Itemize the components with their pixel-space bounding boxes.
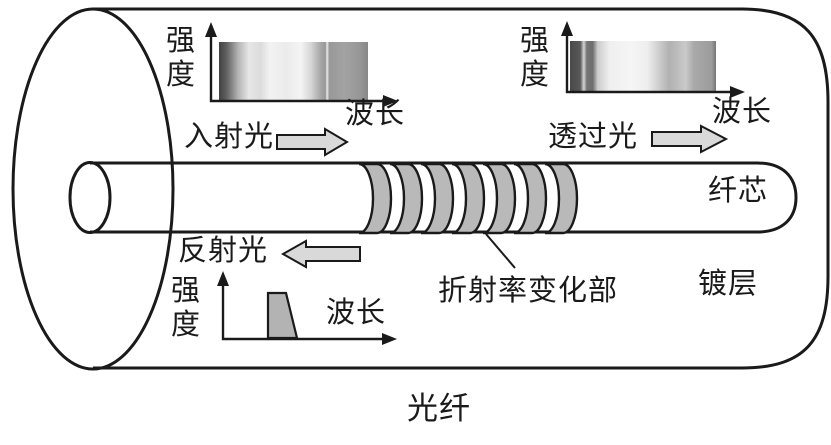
y-axis-arrowhead-icon: [205, 22, 217, 37]
grating-label: 折射率变化部: [438, 275, 619, 307]
cladding-end-face: [11, 7, 175, 371]
grating-band: [451, 162, 486, 235]
core-label: 纤芯: [708, 175, 769, 207]
transmitted-light-label: 透过光: [548, 121, 639, 153]
figure-caption: 光纤: [407, 391, 471, 426]
grating-band: [420, 162, 455, 235]
cladding-label: 镀层: [698, 268, 759, 300]
grating-band: [482, 162, 517, 235]
x-axis-arrowhead-icon: [730, 86, 745, 98]
grating-band: [358, 162, 393, 235]
reflected-x-axis-label: 波长: [326, 297, 387, 329]
reflected-y-axis-label: 强度: [171, 275, 201, 341]
cladding-cylinder-body: [93, 7, 830, 370]
reflected-spectrum-chart: [217, 271, 397, 345]
transmitted-y-axis-label: 强度: [520, 25, 550, 91]
x-axis-arrowhead-icon: [383, 95, 398, 107]
incident-y-axis-label: 强度: [166, 25, 196, 91]
incident-light-arrow-icon: [276, 127, 349, 157]
reflected-peak: [266, 291, 299, 340]
transmitted-spectrum-band: [570, 41, 716, 92]
grating-band: [544, 162, 579, 235]
incident-light-label: 入射光: [184, 121, 275, 153]
transmitted-light-arrow-icon: [651, 124, 729, 154]
core-cylinder-body: [90, 161, 798, 234]
incident-spectrum-band: [219, 42, 368, 101]
grating-band: [513, 162, 548, 235]
core-end-face: [68, 161, 112, 234]
y-axis-arrowhead-icon: [561, 21, 573, 36]
incident-spectrum-chart: [205, 22, 398, 107]
grating-leader-line: [485, 233, 516, 269]
incident-x-axis-label: 波长: [345, 98, 406, 130]
transmitted-spectrum-chart: [561, 21, 745, 98]
reflected-light-arrow-icon: [280, 239, 361, 269]
reflected-light-label: 反射光: [178, 235, 269, 267]
grating-bands: [358, 162, 579, 235]
x-axis-arrowhead-icon: [382, 333, 397, 345]
transmitted-x-axis-label: 波长: [712, 96, 773, 128]
grating-band: [389, 162, 424, 235]
y-axis-arrowhead-icon: [217, 271, 229, 286]
